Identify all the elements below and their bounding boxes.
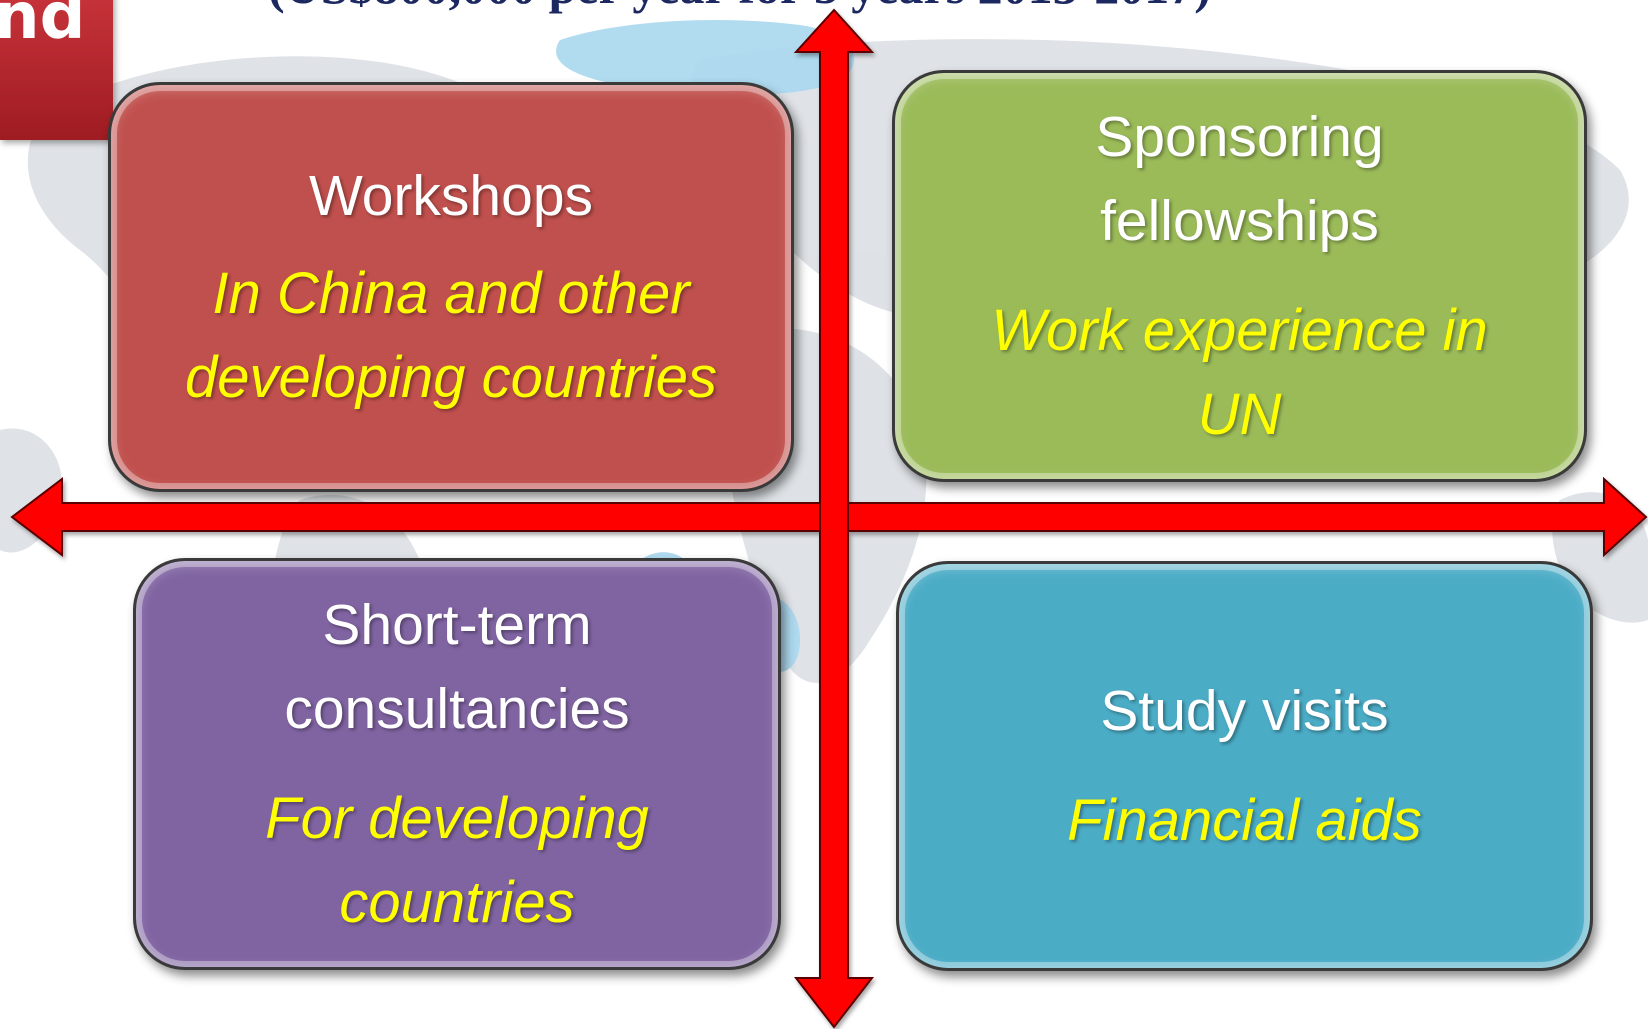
quadrant-subtitle: Work experience in UN [991,298,1488,447]
quadrant-title: Workshops [308,164,594,228]
quadrant-workshops: Workshops In China and other developing … [108,82,794,492]
quadrant-subtitle: In China and other developing countries [184,261,718,410]
header-tab: nd [0,0,113,140]
quadrant-title: Sponsoring fellowships [1095,105,1384,253]
quadrant-title: Study visits [1100,679,1389,743]
quadrant-title: Short-term consultancies [284,593,630,741]
quadrant-sponsoring-fellowships: Sponsoring fellowships Work experience i… [892,70,1587,482]
quadrant-subtitle: For developing countries [265,786,649,935]
page-subtitle: (US$800,000 per year for 5 years 2013-20… [268,0,1211,16]
vertical-axis-arrow [793,8,875,1029]
header-tab-text: nd [0,0,86,54]
quadrant-study-visits: Study visits Financial aids [896,561,1593,971]
quadrant-short-term-consultancies: Short-term consultancies For developing … [133,558,781,970]
quadrant-subtitle: Financial aids [1067,788,1422,853]
